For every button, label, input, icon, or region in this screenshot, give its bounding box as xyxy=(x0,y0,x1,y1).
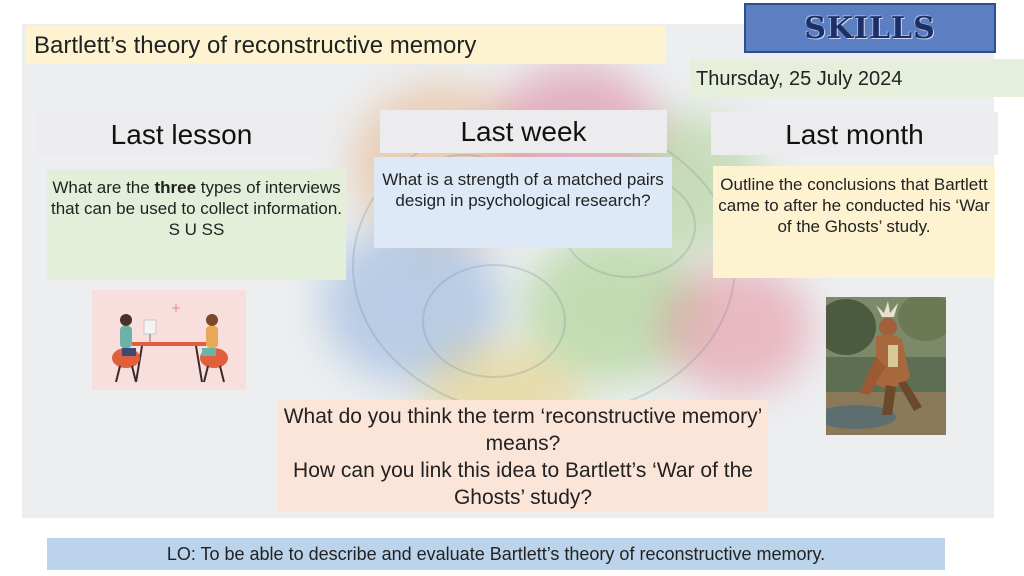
question-last-week: What is a strength of a matched pairs de… xyxy=(374,157,672,248)
question-last-month: Outline the conclusions that Bartlett ca… xyxy=(713,166,995,278)
skills-drill-logo: SKILLS DRILL xyxy=(744,3,996,94)
page-title: Bartlett’s theory of reconstructive memo… xyxy=(26,26,666,64)
heading-last-week: Last week xyxy=(380,110,667,153)
native-american-painting xyxy=(826,297,946,435)
discussion-line-1: What do you think the term ‘reconstructi… xyxy=(283,405,763,455)
question-emphasis: three xyxy=(154,178,197,197)
question-text: What are the xyxy=(52,178,155,197)
learning-objective: LO: To be able to describe and evaluate … xyxy=(47,538,945,570)
interview-illustration xyxy=(92,290,246,390)
date-label: Thursday, 25 July 2024 xyxy=(690,59,1024,97)
question-hint: S U SS xyxy=(168,220,225,239)
discussion-question: What do you think the term ‘reconstructi… xyxy=(278,400,768,512)
discussion-line-2: How can you link this idea to Bartlett’s… xyxy=(293,459,753,509)
heading-last-lesson: Last lesson xyxy=(38,112,325,154)
question-text-cont: types of interviews that can be used to … xyxy=(50,178,343,218)
question-last-lesson: What are the three types of interviews t… xyxy=(47,169,346,280)
heading-last-month: Last month xyxy=(711,112,998,155)
